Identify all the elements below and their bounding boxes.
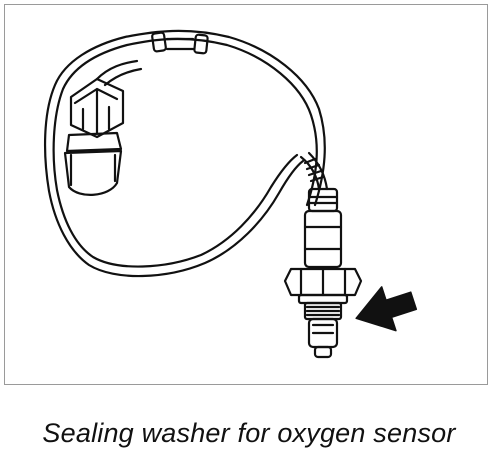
wire-clip-tab (165, 37, 195, 51)
illustration-frame (4, 4, 488, 385)
sealing-washer (297, 293, 349, 305)
sensor-hex-nut (283, 267, 363, 297)
figure-caption: Sealing washer for oxygen sensor (42, 418, 456, 448)
sensor-probe-tip (307, 317, 339, 359)
sensor-wire-outer (52, 37, 318, 268)
sensor-thread (303, 301, 343, 321)
connector-wire-tail (95, 59, 143, 87)
sensor-upper-shell (303, 187, 343, 269)
wire-clip-left (151, 31, 167, 53)
callout-arrow (355, 286, 418, 332)
sensor-wire-inner (44, 29, 326, 278)
wire-clip-right (193, 33, 209, 55)
oxygen-sensor-illustration (44, 29, 418, 359)
sensor-connector (63, 77, 125, 196)
wire-sleeve (299, 151, 329, 191)
